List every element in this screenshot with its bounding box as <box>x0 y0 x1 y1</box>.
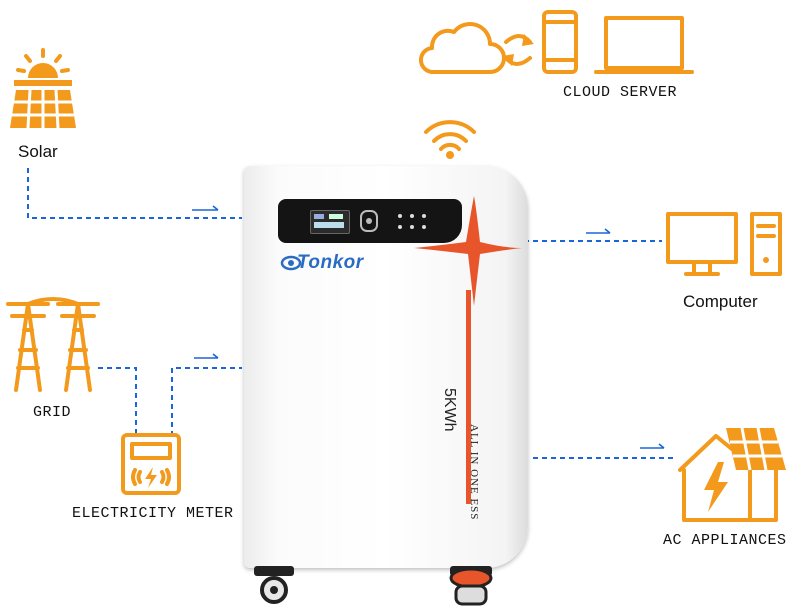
house-appliances-icon <box>678 427 786 522</box>
wifi-icon <box>424 120 476 159</box>
right-wheel <box>449 566 493 606</box>
solar-panel-icon <box>10 48 76 129</box>
brand-logo-icon <box>280 255 302 271</box>
sync-icon <box>502 34 534 66</box>
model-label: ALL IN ONE ESS <box>468 424 480 521</box>
meter-label: ELECTRICITY METER <box>72 505 234 522</box>
orange-stripe <box>466 290 471 504</box>
left-wheel <box>254 566 294 604</box>
grid-label: GRID <box>33 404 72 421</box>
appliances-label: AC APPLIANCES <box>663 532 787 549</box>
power-tower-icon <box>6 297 100 392</box>
cloud-icon <box>419 22 506 75</box>
grid-line <box>98 367 137 436</box>
appliances-arrow <box>640 443 665 449</box>
lcd-readout <box>314 214 344 228</box>
laptop-icon <box>594 16 694 74</box>
cloud-server-label: CLOUD SERVER <box>563 84 678 101</box>
computer-arrow <box>586 228 611 234</box>
orange-star-accent <box>414 196 522 306</box>
power-button-icon[interactable] <box>358 208 380 234</box>
computer-icon <box>666 212 782 276</box>
capacity-label: 5KWh <box>441 388 458 432</box>
computer-label: Computer <box>683 292 758 311</box>
brand-name: Tonkor <box>297 252 364 273</box>
indicator-lights <box>398 214 426 229</box>
cloud-server-icons <box>419 10 694 75</box>
solar-label: Solar <box>18 142 58 161</box>
solar-line <box>27 168 242 219</box>
grid-arrow <box>194 353 219 359</box>
meter-icon <box>121 433 181 495</box>
phone-icon <box>542 10 578 74</box>
solar-arrow <box>192 205 219 211</box>
meter-line <box>171 367 242 436</box>
